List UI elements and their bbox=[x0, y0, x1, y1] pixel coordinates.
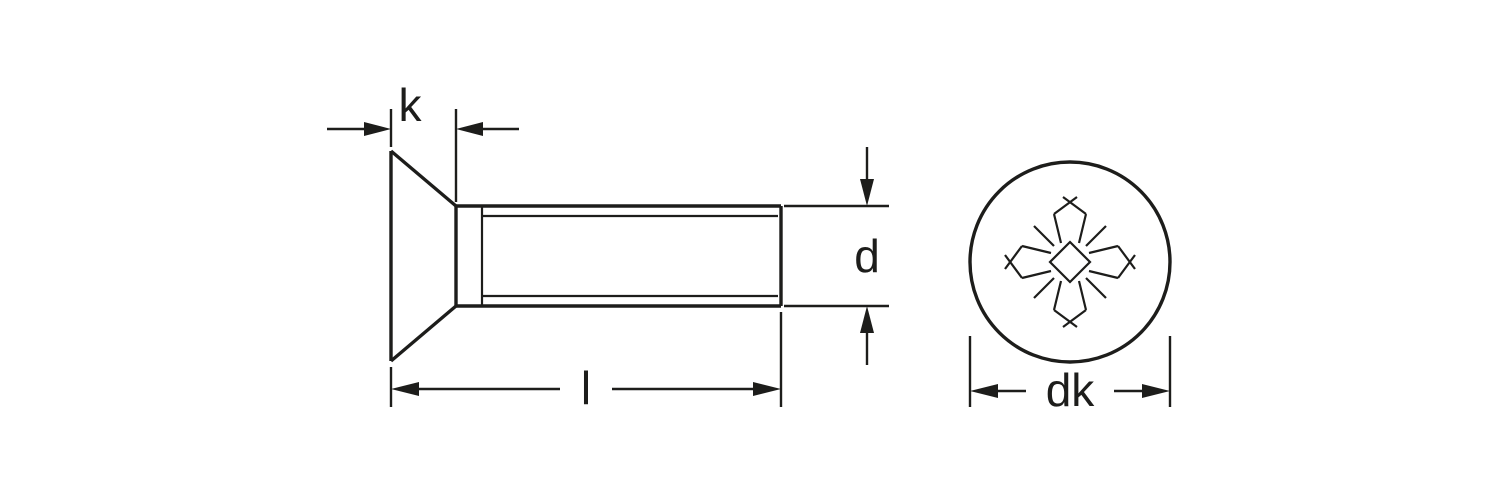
recess-wing-top bbox=[1052, 196, 1088, 244]
recess-wing-left bbox=[1004, 244, 1052, 280]
arrowhead bbox=[860, 306, 874, 333]
dimension-label-k: k bbox=[399, 79, 423, 131]
arrowhead bbox=[456, 122, 483, 136]
pozidriv-recess bbox=[1004, 196, 1136, 328]
head-countersink-bottom-edge bbox=[389, 304, 458, 363]
arrowhead bbox=[860, 179, 874, 206]
dimension-dk: dk bbox=[968, 336, 1172, 416]
recess-wing-bottom bbox=[1052, 280, 1088, 328]
head-countersink-top-edge bbox=[389, 149, 458, 208]
screw-head-profile bbox=[389, 149, 458, 363]
arrowhead bbox=[364, 122, 391, 136]
arrowhead bbox=[753, 382, 781, 396]
dimension-k: k bbox=[327, 79, 519, 202]
recess-center-square bbox=[1048, 240, 1092, 284]
screw-side-view: k d l bbox=[327, 79, 889, 414]
arrowhead bbox=[970, 384, 998, 398]
head-circle bbox=[968, 160, 1172, 364]
screw-head-front-view: dk bbox=[968, 160, 1172, 416]
dimension-label-d: d bbox=[854, 230, 880, 282]
dimension-l: l bbox=[389, 312, 783, 414]
arrowhead bbox=[1142, 384, 1170, 398]
screw-shaft bbox=[456, 204, 783, 308]
arrowhead bbox=[391, 382, 419, 396]
dimension-label-l: l bbox=[581, 362, 591, 414]
dimension-label-dk: dk bbox=[1046, 364, 1096, 416]
recess-wing-right bbox=[1088, 244, 1136, 280]
dimension-d: d bbox=[784, 147, 889, 365]
recess-diagonal-ticks bbox=[1033, 225, 1107, 299]
